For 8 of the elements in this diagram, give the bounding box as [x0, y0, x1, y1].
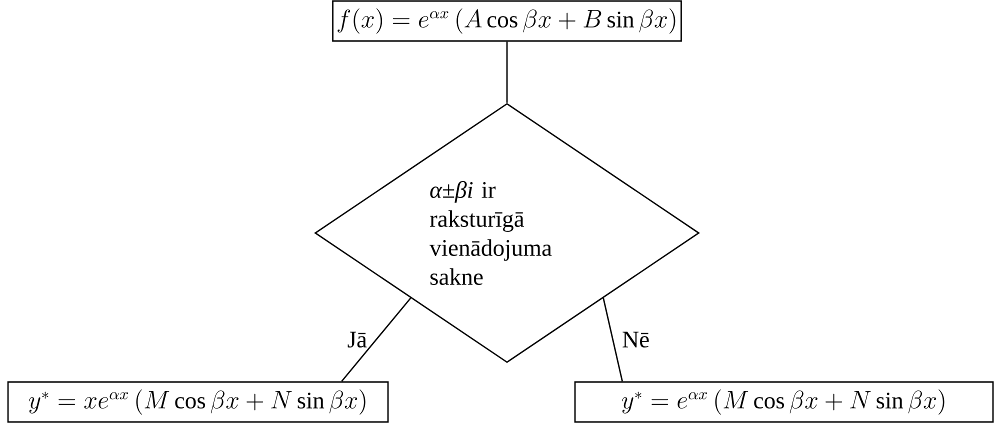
formula-box: $f(x) = e^{\alpha x}\left(A\cos\beta x + B\sin\beta x\right)$: [332, 0, 682, 42]
connector-line: [506, 42, 508, 103]
formula-box: $y^{*} = xe^{\alpha x}\left(M\cos\beta x + N\sin\beta x\right)$: [7, 381, 389, 423]
connector-line: [602, 298, 623, 382]
formula-box: $y^{*} = e^{\alpha x}\left(M\cos\beta x + N\sin\beta x\right)$: [574, 381, 994, 423]
edge-label: Jā: [348, 332, 367, 348]
connector-line: [341, 298, 412, 382]
edge-label: Nē: [622, 332, 649, 348]
